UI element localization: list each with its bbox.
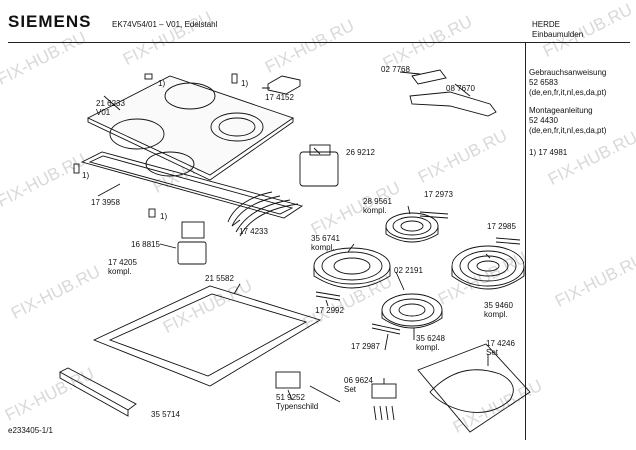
manual-languages: (de,en,fr,it,nl,es,da,pt): [529, 88, 607, 97]
part-label: 17 2992: [315, 306, 344, 315]
part-label: Typenschild: [276, 402, 319, 411]
part-label: 26 9212: [346, 148, 375, 157]
part-label: 17 4205: [108, 258, 137, 267]
part-label: 02 2191: [394, 266, 423, 275]
hotplate-zone: [210, 112, 264, 142]
hotplate-zone: [218, 117, 256, 137]
bottom-tray: [92, 285, 322, 387]
part-label: 16 8815: [131, 240, 160, 249]
spring-clip: [315, 291, 341, 301]
part-label: 17 4233: [239, 227, 268, 236]
spring-clip: [419, 211, 449, 219]
model-title: EK74V54/01 – V01, Edelstahl: [112, 20, 218, 29]
install-title: Montageanleitung: [529, 106, 593, 115]
header-divider: [8, 42, 630, 43]
radiant-heater: [400, 220, 424, 232]
control-unit: [177, 241, 207, 265]
terminal-block: [371, 383, 397, 399]
part-label: 17 4246: [486, 339, 515, 348]
part-label: kompl.: [108, 267, 132, 276]
bottom-tray-inner: [108, 293, 308, 377]
part-label: 21 5582: [205, 274, 234, 283]
part-label: 17 2973: [424, 190, 453, 199]
part-label: kompl.: [311, 243, 335, 252]
part-label: 17 2987: [351, 342, 380, 351]
part-label: kompl.: [363, 206, 387, 215]
manual-title: Gebrauchsanweisung: [529, 68, 607, 77]
type-plate: [275, 371, 301, 389]
clip: [73, 163, 80, 174]
radiant-heater: [321, 251, 383, 281]
radiant-heater: [476, 260, 500, 272]
radiant-heater: [313, 247, 391, 285]
document-id: e233405-1/1: [8, 426, 53, 435]
leader-line: [97, 71, 491, 403]
part-label: Set: [344, 385, 357, 394]
connector-strip: [409, 91, 497, 117]
part-label: 35 5714: [151, 410, 180, 419]
part-label: 17 4152: [265, 93, 294, 102]
part-label: 17 3958: [91, 198, 120, 207]
part-label: kompl.: [416, 343, 440, 352]
install-number: 52 4430: [529, 116, 558, 125]
glass-cooktop-edge: [87, 118, 294, 181]
part-label: Set: [486, 348, 499, 357]
hotplate-zone: [164, 82, 216, 110]
radiant-heater: [398, 303, 426, 317]
part-label: 35 9460: [484, 301, 513, 310]
category-line-2: Einbaumulden: [532, 30, 584, 39]
part-label: 51 9252: [276, 393, 305, 402]
clip: [148, 208, 156, 218]
clip: [144, 73, 153, 80]
radiant-heater: [467, 255, 509, 277]
part-label: 1): [158, 79, 166, 88]
part-label: 06 9624: [344, 376, 373, 385]
cable-set: [429, 369, 514, 413]
terminal-pins: [373, 405, 395, 421]
connector-plate: [411, 69, 447, 85]
side-rail: [59, 367, 137, 411]
side-rail-flange: [59, 372, 129, 417]
part-label: V01: [96, 108, 111, 117]
part-label: 35 6741: [311, 234, 340, 243]
radiant-heater: [389, 298, 435, 322]
seal-frame: [80, 151, 304, 219]
part-label: 28 9561: [363, 197, 392, 206]
part-label: 17 2985: [487, 222, 516, 231]
manual-number: 52 6583: [529, 78, 558, 87]
bracket: [267, 75, 301, 95]
control-unit: [181, 221, 205, 239]
install-languages: (de,en,fr,it,nl,es,da,pt): [529, 126, 607, 135]
part-label: 1): [241, 79, 249, 88]
switch-block: [309, 144, 331, 156]
switch-block: [299, 151, 339, 187]
side-panel-divider: [525, 42, 526, 440]
part-label: kompl.: [484, 310, 508, 319]
spring-clip: [371, 323, 401, 335]
part-label: 02 7768: [381, 65, 410, 74]
hotplate-zone: [109, 118, 165, 150]
radiant-heater: [451, 245, 525, 287]
radiant-heater: [459, 250, 517, 282]
spring-clip: [495, 237, 521, 245]
part-label: 21 6233: [96, 99, 125, 108]
part-label: 1): [82, 171, 90, 180]
footnote: 1) 17 4981: [529, 148, 568, 157]
part-label: 08 7670: [446, 84, 475, 93]
brand-logo: SIEMENS: [8, 12, 92, 31]
cable-set-frame: [417, 343, 531, 433]
wiring-harness: [227, 191, 299, 237]
category-line-1: HERDE: [532, 20, 561, 29]
part-label: 35 6248: [416, 334, 445, 343]
radiant-heater: [333, 257, 371, 275]
clip: [231, 73, 238, 84]
radiant-heater: [392, 216, 432, 236]
part-label: 1): [160, 212, 168, 221]
